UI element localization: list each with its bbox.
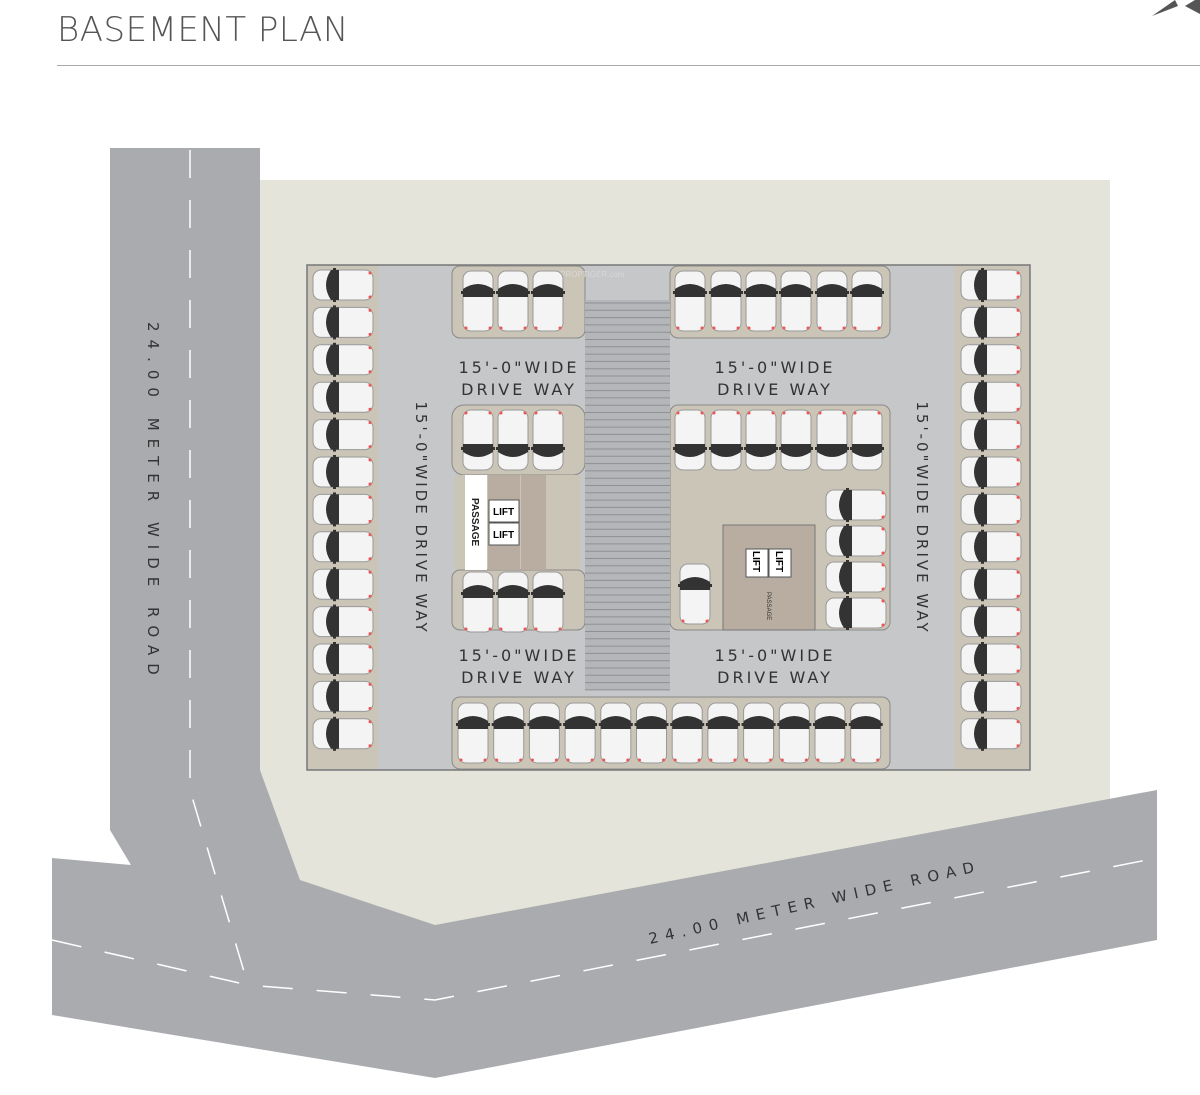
car: [825, 596, 887, 630]
driveway-label: DRIVE WAY: [717, 380, 833, 399]
driveway-label: 15'-0"WIDE: [458, 646, 579, 665]
car: [563, 702, 598, 764]
car: [312, 604, 374, 639]
car: [496, 409, 530, 471]
car: [496, 571, 530, 633]
car: [960, 642, 1022, 676]
car: [960, 529, 1022, 564]
car: [531, 571, 565, 633]
car: [461, 409, 495, 471]
car: [960, 567, 1022, 602]
car: [777, 702, 812, 764]
car: [848, 702, 883, 764]
car: [312, 342, 374, 377]
car: [779, 270, 813, 332]
car: [815, 409, 849, 471]
car: [960, 679, 1022, 714]
lift-label: LIFT: [493, 507, 514, 518]
car: [825, 560, 887, 594]
car: [678, 563, 712, 625]
car: [744, 409, 778, 471]
car: [491, 702, 526, 764]
car: [960, 492, 1022, 527]
driveway-label: 15'-0"WIDE: [714, 646, 835, 665]
car: [496, 270, 530, 332]
car: [960, 716, 1022, 751]
car: [960, 380, 1022, 415]
logo-mark: [1152, 0, 1200, 16]
car: [960, 305, 1022, 340]
driveway-label: 15'-0"WIDE DRIVE WAY: [913, 401, 931, 634]
car: [670, 702, 705, 764]
car: [312, 529, 374, 564]
car: [850, 409, 884, 471]
passage-label: PASSAGE: [469, 498, 480, 546]
driveway-label: DRIVE WAY: [461, 380, 577, 399]
car: [527, 702, 562, 764]
title-divider: [57, 65, 1200, 66]
vertical-road-label: 24.00 METER WIDE ROAD: [144, 322, 162, 683]
car: [825, 524, 887, 558]
car: [456, 702, 490, 764]
car: [741, 702, 776, 764]
left-core: PASSAGE LIFT LIFT: [465, 475, 546, 570]
car: [960, 455, 1022, 489]
car: [705, 702, 740, 764]
car: [960, 342, 1022, 377]
car: [312, 380, 374, 415]
vertical-road: [110, 148, 300, 880]
car: [312, 642, 374, 676]
car: [744, 270, 778, 332]
car: [312, 679, 374, 714]
page-title: BASEMENT PLAN: [57, 10, 349, 50]
horizontal-road: [52, 790, 1157, 1078]
car: [673, 409, 707, 471]
car: [312, 567, 374, 602]
car: [825, 488, 887, 522]
lift-label: LIFT: [773, 551, 784, 572]
watermark: PROPTIGER.com: [560, 270, 625, 279]
car: [312, 305, 374, 340]
car: [813, 702, 847, 764]
car: [709, 409, 743, 471]
car: [709, 270, 743, 332]
lift-label: LIFT: [493, 530, 514, 541]
car: [312, 268, 374, 302]
car: [461, 270, 495, 332]
car: [461, 571, 495, 633]
car: [850, 270, 884, 332]
driveway-label: 15'-0"WIDE DRIVE WAY: [412, 401, 430, 634]
car: [960, 268, 1022, 302]
road-centerline: [189, 150, 249, 986]
car: [815, 270, 849, 332]
car: [960, 417, 1022, 452]
right-core: LIFT LIFT PASSAGE: [722, 524, 816, 631]
driveway-label: 15'-0"WIDE: [458, 358, 579, 377]
car: [673, 270, 707, 332]
driveway-label: DRIVE WAY: [717, 668, 833, 687]
passage-label: PASSAGE: [765, 592, 771, 620]
parked-cars: [312, 268, 1022, 764]
car: [531, 409, 565, 471]
car: [779, 409, 813, 471]
road-centerline: [51, 857, 1158, 1001]
car: [960, 604, 1022, 639]
lift-label: LIFT: [750, 551, 761, 572]
car: [312, 417, 374, 452]
car: [598, 702, 633, 764]
ramp: [585, 300, 670, 691]
car: [312, 716, 374, 751]
car: [634, 702, 669, 764]
car: [531, 270, 565, 332]
car: [312, 492, 374, 527]
car: [312, 455, 374, 489]
driveway-label: 15'-0"WIDE: [714, 358, 835, 377]
driveway-label: DRIVE WAY: [461, 668, 577, 687]
